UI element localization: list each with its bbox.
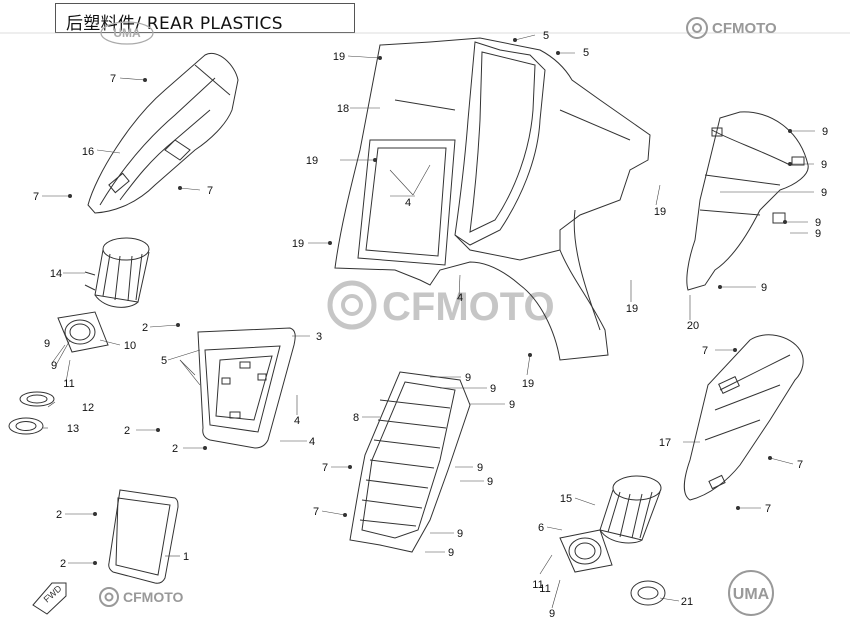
callout-9: 9 [761,282,767,294]
callout-7: 7 [322,462,328,474]
callout-9: 9 [457,528,463,540]
callout-4: 4 [457,292,463,304]
part-21-ring [630,580,666,606]
callout-20: 20 [687,320,699,332]
callout-7: 7 [110,73,116,85]
callout-17: 17 [659,437,671,449]
callout-5: 5 [583,47,589,59]
fastener-markers [68,38,792,565]
callout-9: 9 [822,126,828,138]
callout-9: 9 [815,228,821,240]
callout-2: 2 [56,509,62,521]
callout-7: 7 [797,459,803,471]
callout-16: 16 [82,146,94,158]
callout-2: 2 [124,425,130,437]
callout-9: 9 [815,217,821,229]
cfmoto-logo-top-right: CFMOTO [686,17,777,39]
callout-2: 2 [172,443,178,455]
title-box: 后塑料件/ REAR PLASTICS [55,3,355,34]
callout-19: 19 [333,51,345,63]
cfmoto-logo-bottom-left: CFMOTO [99,587,184,607]
callout-9: 9 [487,476,493,488]
callout-19: 19 [654,206,666,218]
callout-9: 9 [509,399,515,411]
callout-19: 19 [522,378,534,390]
part-16-rear-fender-top [87,52,239,214]
callout-11: 11 [539,583,550,595]
callout-19: 19 [306,155,318,167]
callout-15: 15 [560,493,572,505]
part-14-air-intake [84,237,150,308]
callout-7: 7 [765,503,771,515]
svg-text:CFMOTO: CFMOTO [123,589,184,605]
callout-5: 5 [161,355,167,367]
callout-4: 4 [309,436,315,448]
callout-7: 7 [33,191,39,203]
callout-9: 9 [44,338,50,350]
callout-4: 4 [405,197,411,209]
part-8-ribbed-tray [349,371,471,553]
part-13-ring [8,417,44,435]
cfmoto-watermark: CFMOTO [327,280,555,330]
callout-9: 9 [490,383,496,395]
callout-19: 19 [626,303,638,315]
callout-9: 9 [448,547,454,559]
part-18-rear-body-panel [334,37,651,361]
svg-text:CFMOTO: CFMOTO [712,20,777,37]
callout-7: 7 [207,185,213,197]
part-17-right-fender [683,334,804,501]
callout-21: 21 [681,596,693,608]
callout-8: 8 [353,412,359,424]
part-3-frame-panel [197,327,296,449]
callout-14: 14 [50,268,62,280]
svg-text:UMA: UMA [113,26,141,40]
part-12-ring [19,391,55,407]
uma-logo-bottom-right: UMA [728,570,774,616]
callout-2: 2 [60,558,66,570]
part-6-lower-flange [559,529,613,573]
callout-9: 9 [821,159,827,171]
part-10-intake-flange [57,311,109,353]
callout-4: 4 [294,415,300,427]
callout-labels: 5 5 7 19 18 16 7 7 9 19 9 9 4 19 19 9 9 … [33,30,828,620]
callout-10: 10 [124,340,136,352]
page-title: 后塑料件/ REAR PLASTICS [66,14,283,34]
callout-6: 6 [538,522,544,534]
callout-11: 11 [532,579,543,591]
callout-13: 13 [67,423,79,435]
callout-18: 18 [337,103,349,115]
callout-7: 7 [702,345,708,357]
leader-lines [42,34,815,609]
svg-text:UMA: UMA [733,586,770,603]
callout-3: 3 [316,331,322,343]
part-20-right-side-panel [686,111,809,291]
part-15-air-intake-lower [599,475,662,544]
callout-11: 11 [63,378,74,390]
callout-9: 9 [821,187,827,199]
callout-9: 9 [477,462,483,474]
callout-9: 9 [51,360,57,372]
uma-logo-top: UMA [100,21,154,45]
callout-2: 2 [142,322,148,334]
part-1-cover-plate [108,489,179,584]
callout-9: 9 [549,608,555,620]
callout-1: 1 [183,551,189,563]
fwd-direction-arrow: FWD [32,582,67,615]
callout-12: 12 [82,402,94,414]
svg-text:CFMOTO: CFMOTO [382,285,555,329]
callout-9: 9 [465,372,471,384]
callout-7: 7 [313,506,319,518]
callout-5: 5 [543,30,549,42]
callout-19: 19 [292,238,304,250]
